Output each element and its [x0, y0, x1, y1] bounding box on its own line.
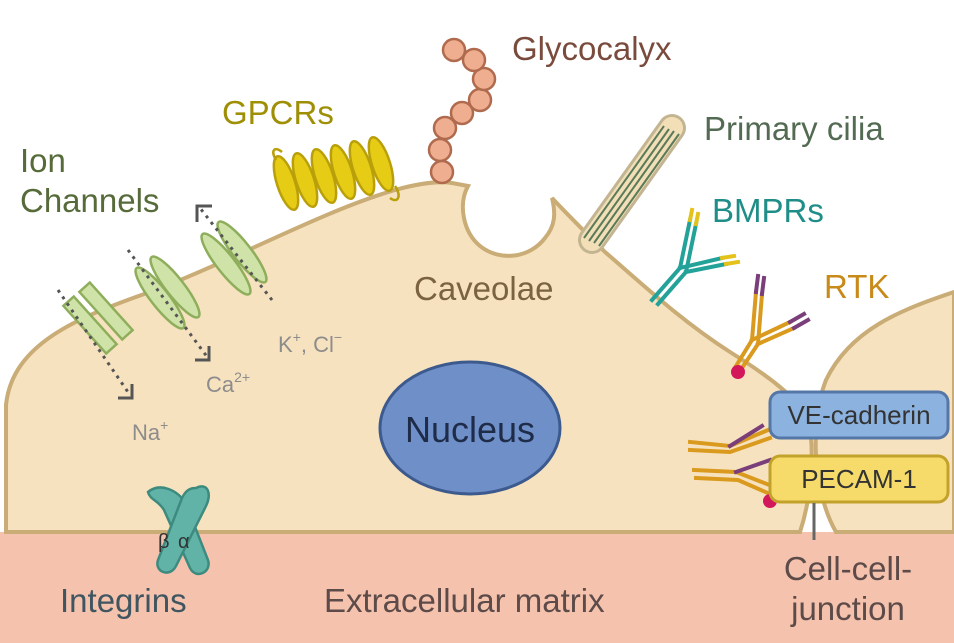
bmprs-label: BMPRs — [712, 192, 824, 229]
gpcr-coils — [272, 135, 400, 212]
extracellular-matrix-band — [0, 532, 954, 643]
ion-channels — [61, 220, 268, 356]
junction-receptors — [687, 423, 775, 497]
ca-ion-label: Ca2+ — [206, 369, 250, 397]
ion-channels-label-line2: Channels — [20, 182, 159, 219]
bmpr-receptor — [649, 207, 741, 307]
glycocalyx-chain — [427, 37, 497, 185]
k-cl-ion-label: K+, Cl− — [278, 329, 342, 357]
gpcrs-label: GPCRs — [222, 94, 334, 131]
rtk-label: RTK — [824, 268, 889, 305]
integrin-pair — [146, 485, 210, 576]
ve-cadherin-box — [768, 390, 950, 440]
junction-label-line2: junction — [790, 590, 905, 627]
na-ion-label: Na+ — [132, 417, 168, 445]
rtk-phospho-dot — [731, 365, 745, 379]
integrin-alpha: α — [178, 531, 190, 553]
primary-cilium — [578, 114, 686, 254]
integrins-label: Integrins — [60, 582, 187, 619]
integrin-beta: β — [158, 531, 170, 553]
caveolae-label: Caveolae — [414, 270, 553, 307]
ve-cadherin-label: VE-cadherin — [787, 400, 930, 430]
nucleus-label: Nucleus — [405, 409, 535, 450]
primary-cilia-label: Primary cilia — [704, 110, 884, 147]
ecm-label: Extracellular matrix — [324, 582, 605, 619]
ion-channels-label-line1: Ion — [20, 142, 66, 179]
nucleus — [378, 360, 562, 496]
ion-flow-arrows — [56, 204, 274, 400]
rtk-receptor — [733, 273, 811, 371]
pecam-box — [768, 454, 950, 504]
junction-label-line1: Cell-cell- — [784, 550, 912, 587]
pecam-label: PECAM-1 — [801, 464, 917, 494]
cell-body — [4, 180, 814, 534]
glycocalyx-label: Glycocalyx — [512, 30, 672, 67]
